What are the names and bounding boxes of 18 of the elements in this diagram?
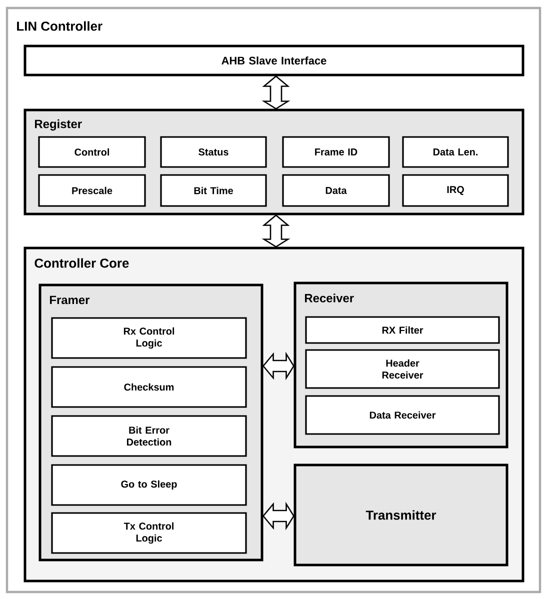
block-box: AHB Slave Interface: [24, 44, 524, 76]
block-box: Data: [282, 174, 390, 207]
block-box: Frame ID: [282, 136, 390, 168]
block-box: Data Receiver: [305, 395, 500, 435]
block-box: Bit Error Detection: [51, 415, 247, 457]
block-box: Transmitter: [294, 464, 508, 566]
block-box: Checksum: [51, 366, 247, 408]
block-box: RX Filter: [305, 316, 500, 344]
block-box: Go to Sleep: [51, 464, 247, 506]
block-box: IRQ: [402, 174, 509, 207]
block-box: Prescale: [38, 174, 146, 207]
block-box: Data Len.: [402, 136, 509, 168]
block-box: Status: [160, 136, 267, 168]
block-box: Control: [38, 136, 146, 168]
block-box: Header Receiver: [305, 349, 500, 389]
block-box: Bit Time: [160, 174, 267, 207]
block-box: Tx Control Logic: [51, 512, 247, 554]
block-box: Rx Control Logic: [51, 317, 247, 359]
